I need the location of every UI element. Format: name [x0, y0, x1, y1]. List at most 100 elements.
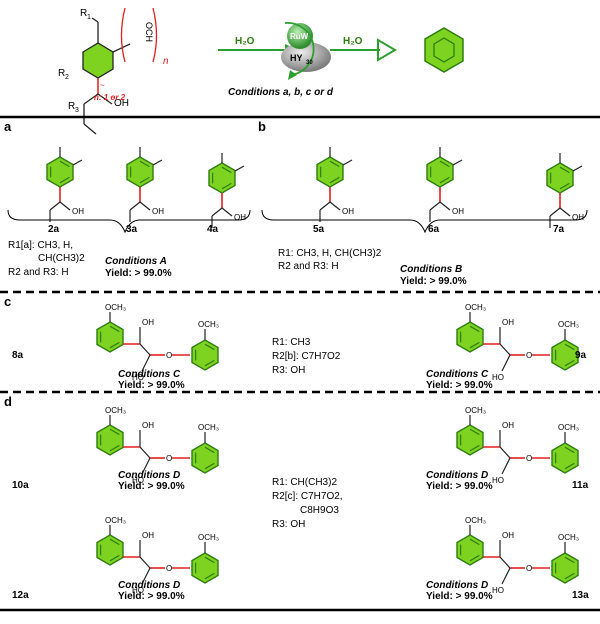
- substrate-structure: ~ ~: [82, 7, 158, 135]
- panel-b-r23: R2 and R3: H: [278, 261, 339, 272]
- panel-c-r1: R1: CH3: [272, 337, 311, 348]
- dimer-structures: OH HO O OCH₃ OCH₃ OH HO O OCH₃ OCH₃ OH HO O OCH₃ OCH₃ O…: [96, 303, 579, 595]
- dimer-och3-b-3: OCH₃: [198, 423, 219, 432]
- dimer-ether-o-5: O: [166, 564, 172, 573]
- catalyst-bottom-sub: 30: [306, 60, 313, 66]
- rx-n: n: [163, 56, 169, 67]
- compound-8a: 8a: [12, 350, 24, 361]
- dimer-ho-5: HO: [132, 586, 144, 595]
- panel-b-yield: Yield: > 99.0%: [400, 276, 467, 287]
- catalyst-top-label: RuW: [290, 32, 309, 41]
- rx-r3-sub: 3: [75, 107, 79, 114]
- dimer-oh-1: OH: [142, 318, 154, 327]
- monomer-ring-1: [46, 156, 74, 188]
- compound-12a: 12a: [12, 590, 29, 601]
- dimer-oh-3: OH: [142, 421, 154, 430]
- dimer-och3-a-4: OCH₃: [465, 406, 486, 415]
- compound-9a: 9a: [575, 350, 587, 361]
- dimer-och3-a-6: OCH₃: [465, 516, 486, 525]
- dimer-ether-o-1: O: [166, 351, 172, 360]
- panel-a-r1: R1[a]: CH3, H,: [8, 240, 74, 251]
- panel-c-r3: R3: OH: [272, 365, 306, 376]
- rx-r2-sub: 2: [65, 74, 69, 81]
- monomer-oh-4: OH: [342, 207, 354, 216]
- rx-r2: R: [58, 68, 65, 79]
- panel-a-r1b: CH(CH3)2: [38, 253, 85, 264]
- rx-r1: R: [80, 8, 87, 19]
- dimer-oh-4: OH: [502, 421, 514, 430]
- compound-2a: 2a: [48, 224, 60, 235]
- monomer-structures: OH OH OH OH OH OH: [46, 147, 584, 228]
- compound-4a: 4a: [207, 224, 219, 235]
- panel-c-yield-right: Yield: > 99.0%: [426, 380, 493, 391]
- rx-r3: R: [68, 101, 75, 112]
- dimer-ring-b-3: [191, 442, 219, 474]
- dimer-ring-a-1: [96, 321, 124, 353]
- monomer-ring-2: [126, 156, 154, 188]
- panel-d-letter: d: [4, 394, 12, 409]
- compound-13a: 13a: [572, 590, 589, 601]
- dimer-ho-3: HO: [132, 476, 144, 485]
- panel-d-yield-2: Yield: > 99.0%: [426, 481, 493, 492]
- panel-b-r1: R1: CH3, H, CH(CH3)2: [278, 248, 382, 259]
- panel-d-yield-4: Yield: > 99.0%: [426, 591, 493, 602]
- dimer-ring-b-2: [551, 339, 579, 371]
- monomer-ring-3: [208, 162, 236, 194]
- dimer-ring-a-6: [456, 534, 484, 566]
- dimer-ether-o-6: O: [526, 564, 532, 573]
- compound-10a: 10a: [12, 480, 29, 491]
- panel-d-conditions-2: Conditions D: [426, 470, 489, 481]
- dimer-ho-6: HO: [492, 586, 504, 595]
- dimer-oh-6: OH: [502, 531, 514, 540]
- panel-d-r2: R2[c]: C7H7O2,: [272, 491, 343, 502]
- catalyst-bottom-label: HY: [290, 53, 303, 63]
- dimer-ho-1: HO: [132, 373, 144, 382]
- conditions-label: Conditions a, b, c or d: [228, 87, 334, 98]
- dimer-och3-a-5: OCH₃: [105, 516, 126, 525]
- panel-c-r2: R2[b]: C7H7O2: [272, 351, 341, 362]
- h2o-left-label: H₂O: [235, 36, 255, 47]
- panel-b-conditions: Conditions B: [400, 264, 463, 275]
- svg-text:~: ~: [100, 81, 105, 90]
- monomer-ring-4: [316, 156, 344, 188]
- monomer-oh-3: OH: [234, 213, 246, 222]
- panel-c-conditions-left: Conditions C: [118, 369, 181, 380]
- panel-b-letter: b: [258, 119, 266, 134]
- panel-c-yield-left: Yield: > 99.0%: [118, 380, 185, 391]
- panel-c-conditions-right: Conditions C: [426, 369, 489, 380]
- dimer-ether-o-2: O: [526, 351, 532, 360]
- brace-a: [7, 209, 251, 234]
- monomer-oh-1: OH: [72, 207, 84, 216]
- monomer-oh-6: OH: [572, 213, 584, 222]
- compound-11a: 11a: [572, 480, 589, 491]
- dimer-ring-b-5: [191, 552, 219, 584]
- compound-7a: 7a: [553, 224, 565, 235]
- compound-3a: 3a: [126, 224, 138, 235]
- monomer-ring-5: [426, 156, 454, 188]
- dimer-ho-2: HO: [492, 373, 504, 382]
- dimer-och3-a-2: OCH₃: [465, 303, 486, 312]
- monomer-oh-5: OH: [452, 207, 464, 216]
- compound-5a: 5a: [313, 224, 325, 235]
- compound-6a: 6a: [428, 224, 440, 235]
- dimer-och3-b-6: OCH₃: [558, 533, 579, 542]
- dimer-ring-b-6: [551, 552, 579, 584]
- panel-d-yield-3: Yield: > 99.0%: [118, 591, 185, 602]
- dimer-ring-a-4: [456, 424, 484, 456]
- panel-d-conditions-3: Conditions D: [118, 580, 181, 591]
- dimer-ring-b-4: [551, 442, 579, 474]
- benzene-product-icon: [424, 27, 464, 73]
- dimer-och3-a-1: OCH₃: [105, 303, 126, 312]
- rx-n-note: n: 1 or 2: [94, 93, 126, 102]
- panel-d-r3: R3: OH: [272, 519, 306, 530]
- panel-d-r1: R1: CH(CH3)2: [272, 477, 338, 488]
- rx-och3: OCH: [144, 22, 154, 42]
- dimer-och3-b-1: OCH₃: [198, 320, 219, 329]
- brace-b: [261, 209, 588, 234]
- panel-a-r23: R2 and R3: H: [8, 267, 69, 278]
- dimer-ho-4: HO: [492, 476, 504, 485]
- dimer-ether-o-4: O: [526, 454, 532, 463]
- svg-text:~: ~: [110, 93, 115, 102]
- monomer-oh-2: OH: [152, 207, 164, 216]
